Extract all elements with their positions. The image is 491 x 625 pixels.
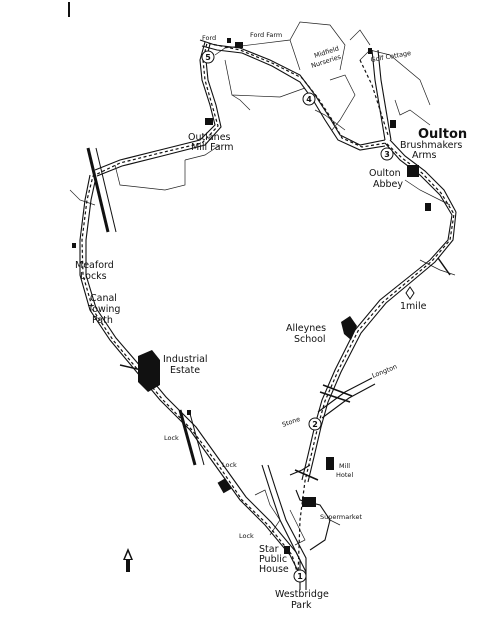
field-boundaries (69, 21, 456, 546)
waypoint-1: 1 (293, 569, 307, 583)
label-ford-farm: Ford Farm (250, 31, 282, 39)
walking-route (81, 42, 455, 576)
waypoint-5-number: 5 (205, 53, 211, 62)
label-locks: Locks (80, 271, 107, 282)
label-public: Public (259, 554, 287, 565)
north-arrow-icon (123, 548, 133, 572)
label-ford: Ford (202, 34, 216, 42)
label-alleynes: Alleynes (286, 323, 326, 334)
building-supermarket (302, 497, 316, 507)
building-near-lock (217, 478, 232, 494)
label-brushmakers: Brushmakers (400, 140, 462, 151)
building-star-public-house (284, 546, 290, 554)
label-lock-3: Lock (239, 532, 254, 540)
label-supermarket: Supermarket (320, 513, 362, 521)
distance-marker: 1mile (400, 286, 427, 312)
building-ford-farm (235, 42, 243, 48)
waypoint-1-number: 1 (297, 572, 303, 581)
footpath-golf-cottage (359, 59, 389, 136)
label-one-mile: 1mile (400, 301, 427, 312)
label-oulton-abbey-2: Abbey (373, 179, 403, 190)
label-oulton: Oulton (418, 127, 467, 142)
buildings (72, 38, 431, 554)
building-alleynes-school (341, 316, 357, 340)
building-ford (227, 38, 231, 43)
building-oulton-2 (425, 203, 431, 211)
waypoint-3-number: 3 (384, 150, 390, 159)
label-park: Park (291, 600, 312, 611)
label-lock-2: Lock (222, 461, 237, 469)
building-oulton-abbey (407, 165, 419, 177)
building-mill-hotel (326, 457, 334, 470)
label-industrial: Industrial (163, 354, 208, 365)
building-golf (368, 48, 372, 54)
label-mill: Mill (339, 462, 350, 470)
building-oulton (390, 120, 396, 128)
label-arms: Arms (412, 150, 436, 161)
label-lock-1: Lock (164, 434, 179, 442)
building-industrial-estate (138, 350, 160, 392)
waypoint-3: 3 (380, 147, 394, 161)
label-towing: Towing (87, 304, 120, 315)
label-mill-farm: Mill Farm (191, 142, 234, 153)
waypoint-4-number: 4 (306, 95, 312, 104)
railway-crossings (86, 147, 451, 481)
label-stone: Stone (281, 415, 301, 429)
label-school: School (294, 334, 326, 345)
label-westbridge: Westbridge (275, 589, 329, 600)
label-oulton-abbey-1: Oulton (369, 168, 401, 179)
label-hotel: Hotel (336, 471, 353, 479)
waypoint-2: 2 (308, 417, 322, 431)
building-outlanes-mill-farm (205, 118, 213, 125)
label-meaford: Meaford (75, 260, 114, 271)
label-longton: Longton (371, 363, 398, 380)
diamond-marker-icon (405, 286, 415, 300)
waypoint-5: 5 (201, 50, 215, 64)
label-canal: Canal (90, 293, 117, 304)
label-house: House (259, 564, 289, 575)
building-lock-gate-2 (187, 410, 191, 415)
label-star: Star (259, 544, 279, 555)
label-path: Path (92, 315, 113, 326)
label-outlanes: Outlanes (188, 132, 231, 143)
waypoint-2-number: 2 (312, 420, 318, 429)
label-estate: Estate (170, 365, 200, 376)
roads (79, 39, 457, 590)
waypoint-4: 4 (302, 92, 316, 106)
building-lock-gate-1 (72, 243, 76, 248)
